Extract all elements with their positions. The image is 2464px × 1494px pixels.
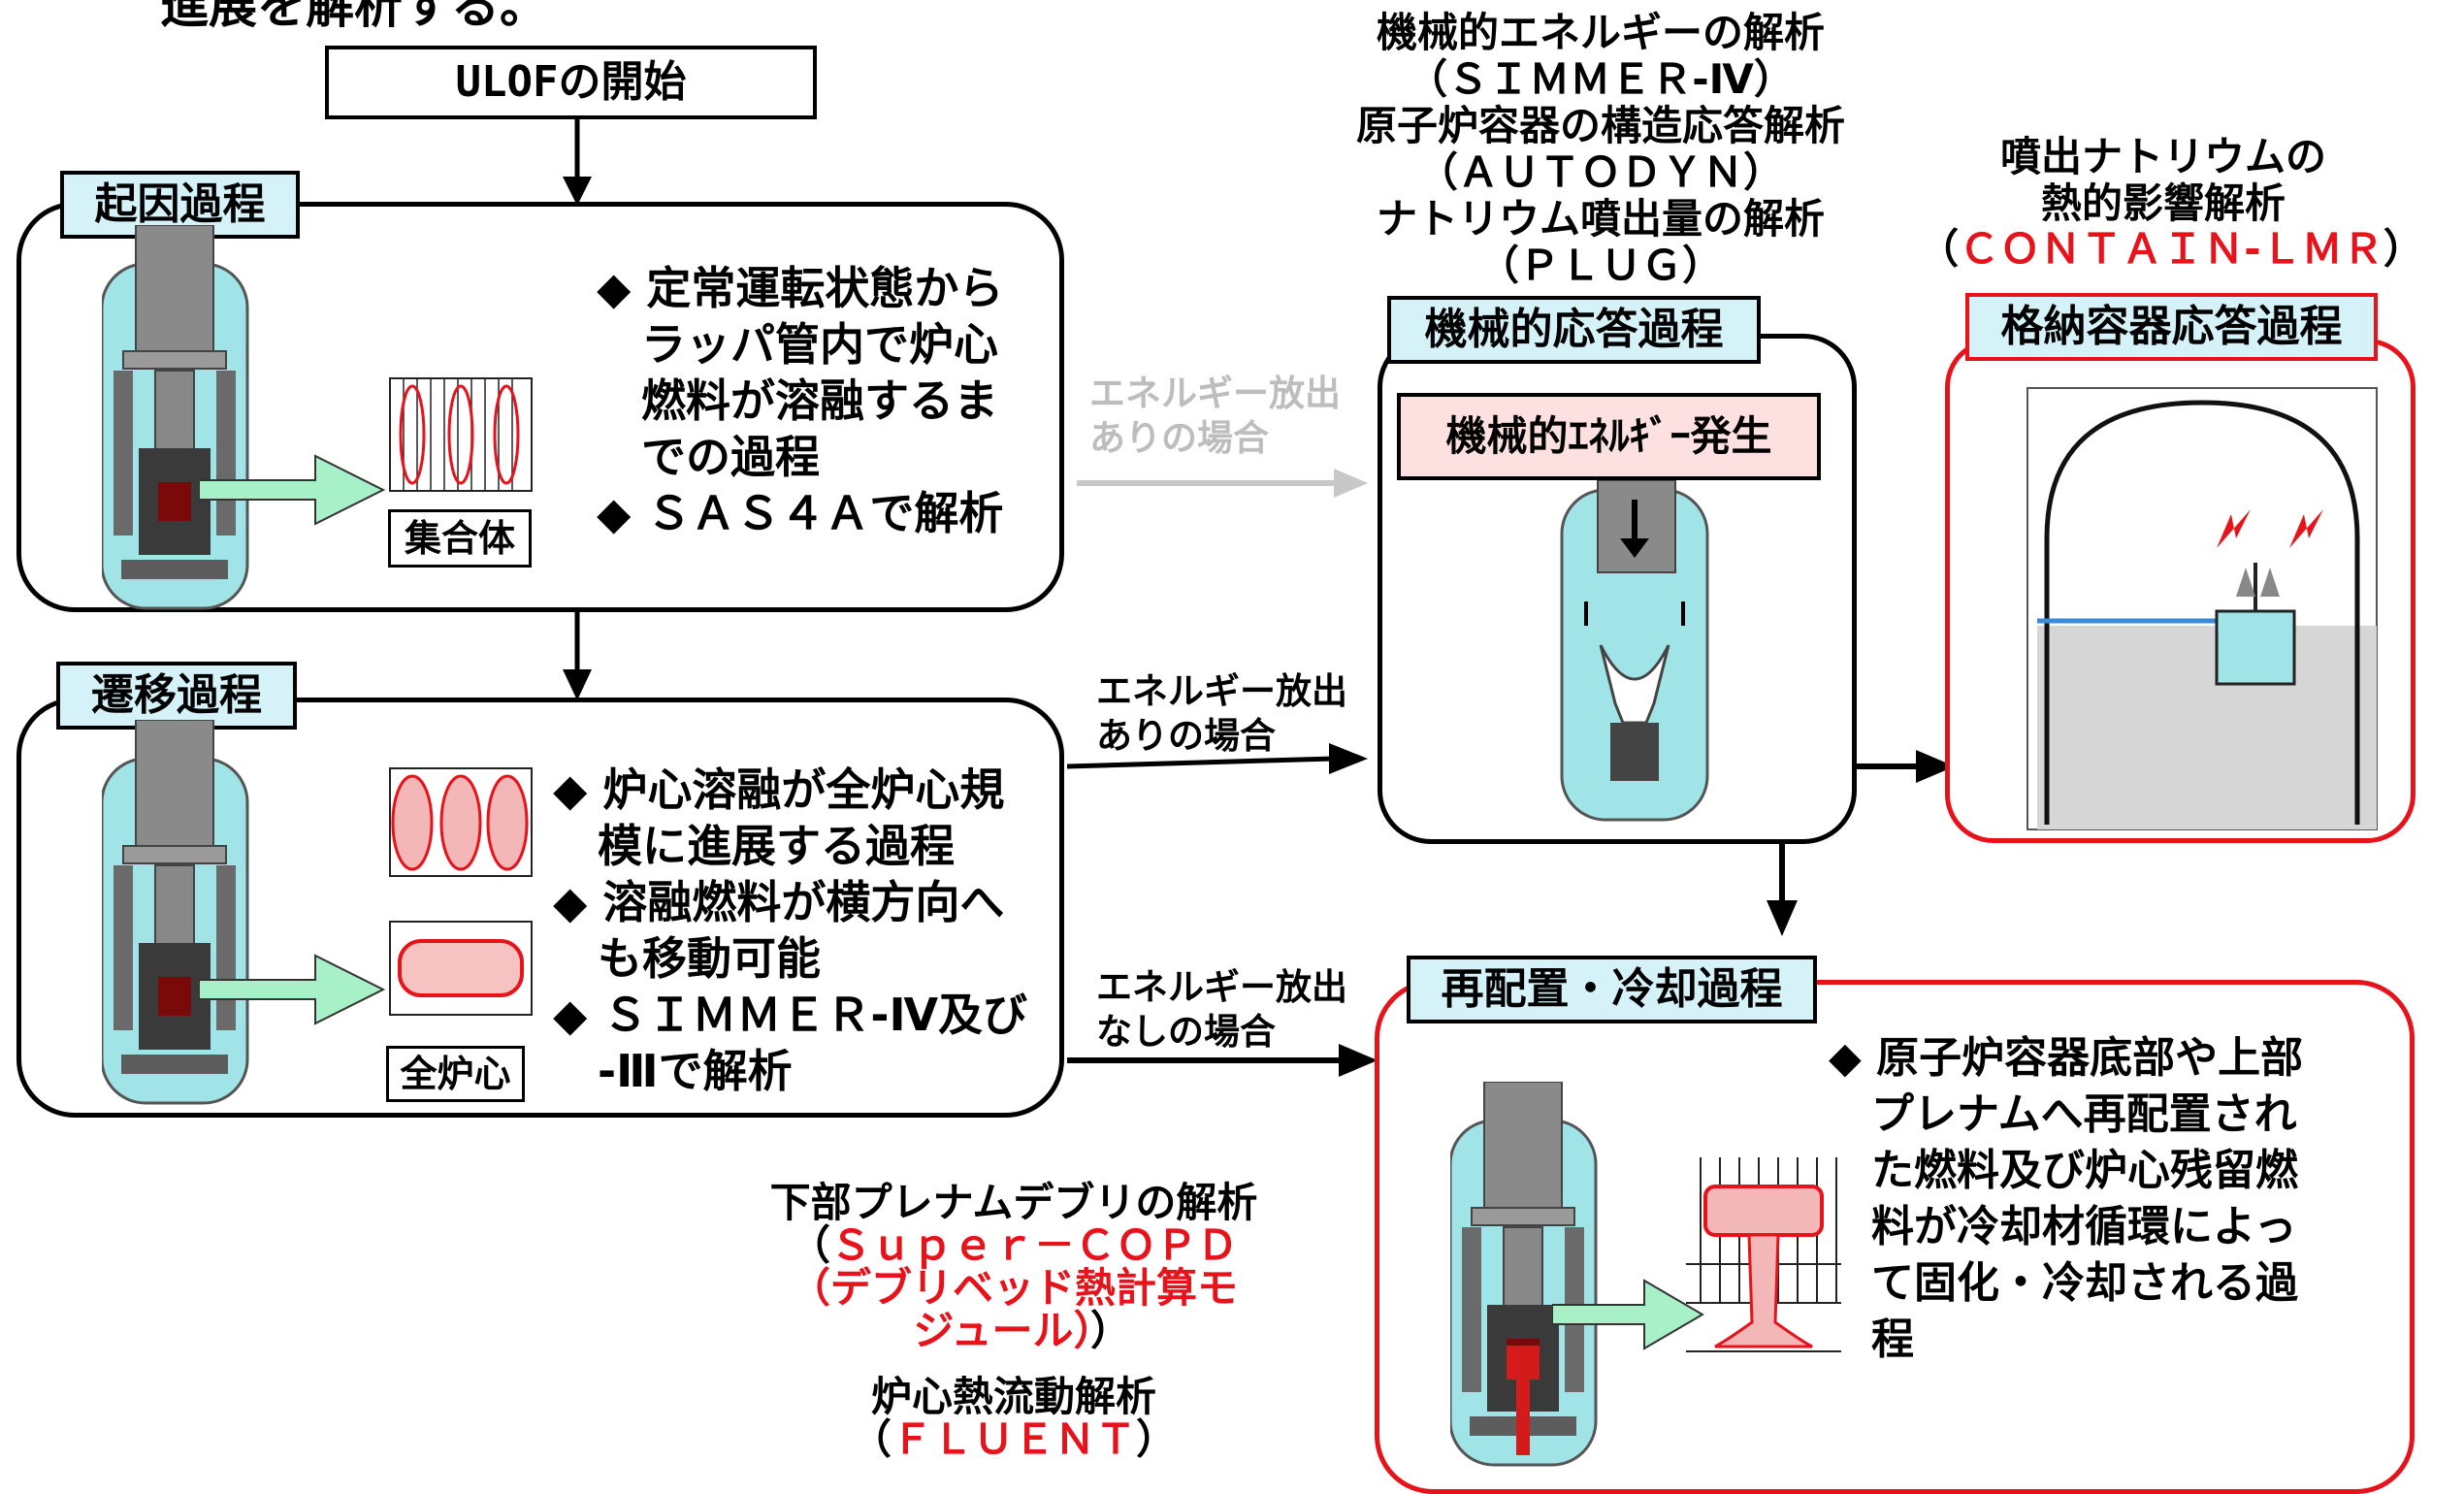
whole-core-label: 全炉心 [386,1046,525,1102]
mech-tool-line-1: 機械的エネルギーの解析 [1376,9,1825,56]
transition-arrow [199,954,386,1025]
initiating-to-transition-arrow [563,611,592,700]
debris-title: 下部プレナムデブリの解析 [769,1179,1258,1226]
debris-bed-module: （デブリベッド熱計算モ ジュール） [789,1264,1238,1354]
fluent-close: ） [1136,1415,1178,1463]
containment-phase-tag: 格納容器応答過程 [1965,293,2378,361]
mech-tool-line-6: （ＰＬＵＧ） [1477,242,1723,289]
transition-reactor-figure [102,720,249,1105]
energy-release-label: エネルギー放出 ありの場合 [1096,670,1347,757]
debris-open: （ [789,1221,830,1269]
mech-tool-line-2: （ＳＩＭＭＥＲ-Ⅳ） [1407,55,1795,103]
mechanical-energy-label: 機械的ｴﾈﾙｷﾞｰ発生 [1397,393,1821,480]
assembly-label: 集合体 [388,509,532,568]
mech-tool-line-4: （ＡＵＴＯＤＹＮ） [1416,148,1784,196]
relocation-phase-tag: 再配置・冷却過程 [1407,956,1817,1023]
fluent-title: 炉心熱流動解析 [870,1373,1156,1420]
relocation-arrow [1552,1279,1704,1350]
release-arrow [1067,743,1368,774]
fluent-name: ＦＬＵＥＮＴ [891,1415,1136,1463]
whole-core-molten-diagram [389,921,533,1016]
fluent-analysis-text: 炉心熱流動解析 （ＦＬＵＥＮＴ） [718,1376,1310,1461]
containment-tool-line: （ＣＯＮＴＡＩＮ-ＬＭＲ） [1890,226,2452,273]
whole-core-pools-diagram [389,767,533,877]
mechanical-tools-text: 機械的エネルギーの解析 （ＳＩＭＭＥＲ-Ⅳ） 原子炉容器の構造応答解析 （ＡＵＴ… [1261,10,1940,289]
containment-building-figure [2026,387,2378,830]
super-copd-name: Ｓｕｐｅｒ－ＣＯＰＤ [830,1221,1239,1269]
assembly-diagram [389,377,533,492]
containment-tool-close: ） [2383,225,2424,273]
initiating-reactor-figure [102,225,249,610]
debris-close: ） [1089,1307,1131,1354]
mech-tool-line-5: ナトリウム噴出量の解析 [1376,195,1825,243]
debris-bed-diagram [1686,1157,1841,1352]
mechanical-reactor-figure [1560,480,1709,822]
no-release-arrow [1067,1044,1378,1077]
mechanical-to-relocation-arrow [1767,844,1798,936]
start-to-initiating-arrow [563,118,592,206]
fluent-open: （ [850,1415,892,1463]
mech-tool-line-3: 原子炉容器の構造応答解析 [1355,102,1845,149]
mechanical-to-containment-arrow [1853,750,1955,783]
relocation-bullets: ◆ 原子炉容器底部や上部 プレナムへ再配置され た燃料及び炉心残留燃 料が冷却材… [1829,1033,2304,1364]
contain-lmr-name: ＣＯＮＴＡＩＮ-ＬＭＲ [1959,225,2383,273]
mechanical-phase-tag: 機械的応答過程 [1387,296,1761,364]
header-fragment: 進展を解析する。 [160,0,548,34]
ulof-start-box: ULOFの開始 [325,46,817,119]
initiating-arrow [199,454,386,526]
containment-tool-open: （ [1918,225,1960,273]
grey-release-arrow [1077,469,1368,498]
transition-bullets: ◆ 炉心溶融が全炉心規 模に進展する過程 ◆ 溶融燃料が横方向へ も移動可能 ◆… [553,763,1028,1097]
energy-release-grey-label: エネルギー放出 ありの場合 [1089,373,1341,459]
no-energy-release-label: エネルギー放出 なしの場合 [1096,966,1347,1053]
relocation-reactor-figure [1450,1082,1598,1467]
debris-analysis-text: 下部プレナムデブリの解析 （Ｓｕｐｅｒ－ＣＯＰＤ （デブリベッド熱計算モ ジュー… [718,1182,1310,1352]
initiating-bullets: ◆ 定常運転状態から ラッパ管内で炉心 燃料が溶融するま での過程 ◆ ＳＡＳ４… [597,262,1004,539]
containment-tool-title: 噴出ナトリウムの 熱的影響解析 [1999,133,2326,227]
